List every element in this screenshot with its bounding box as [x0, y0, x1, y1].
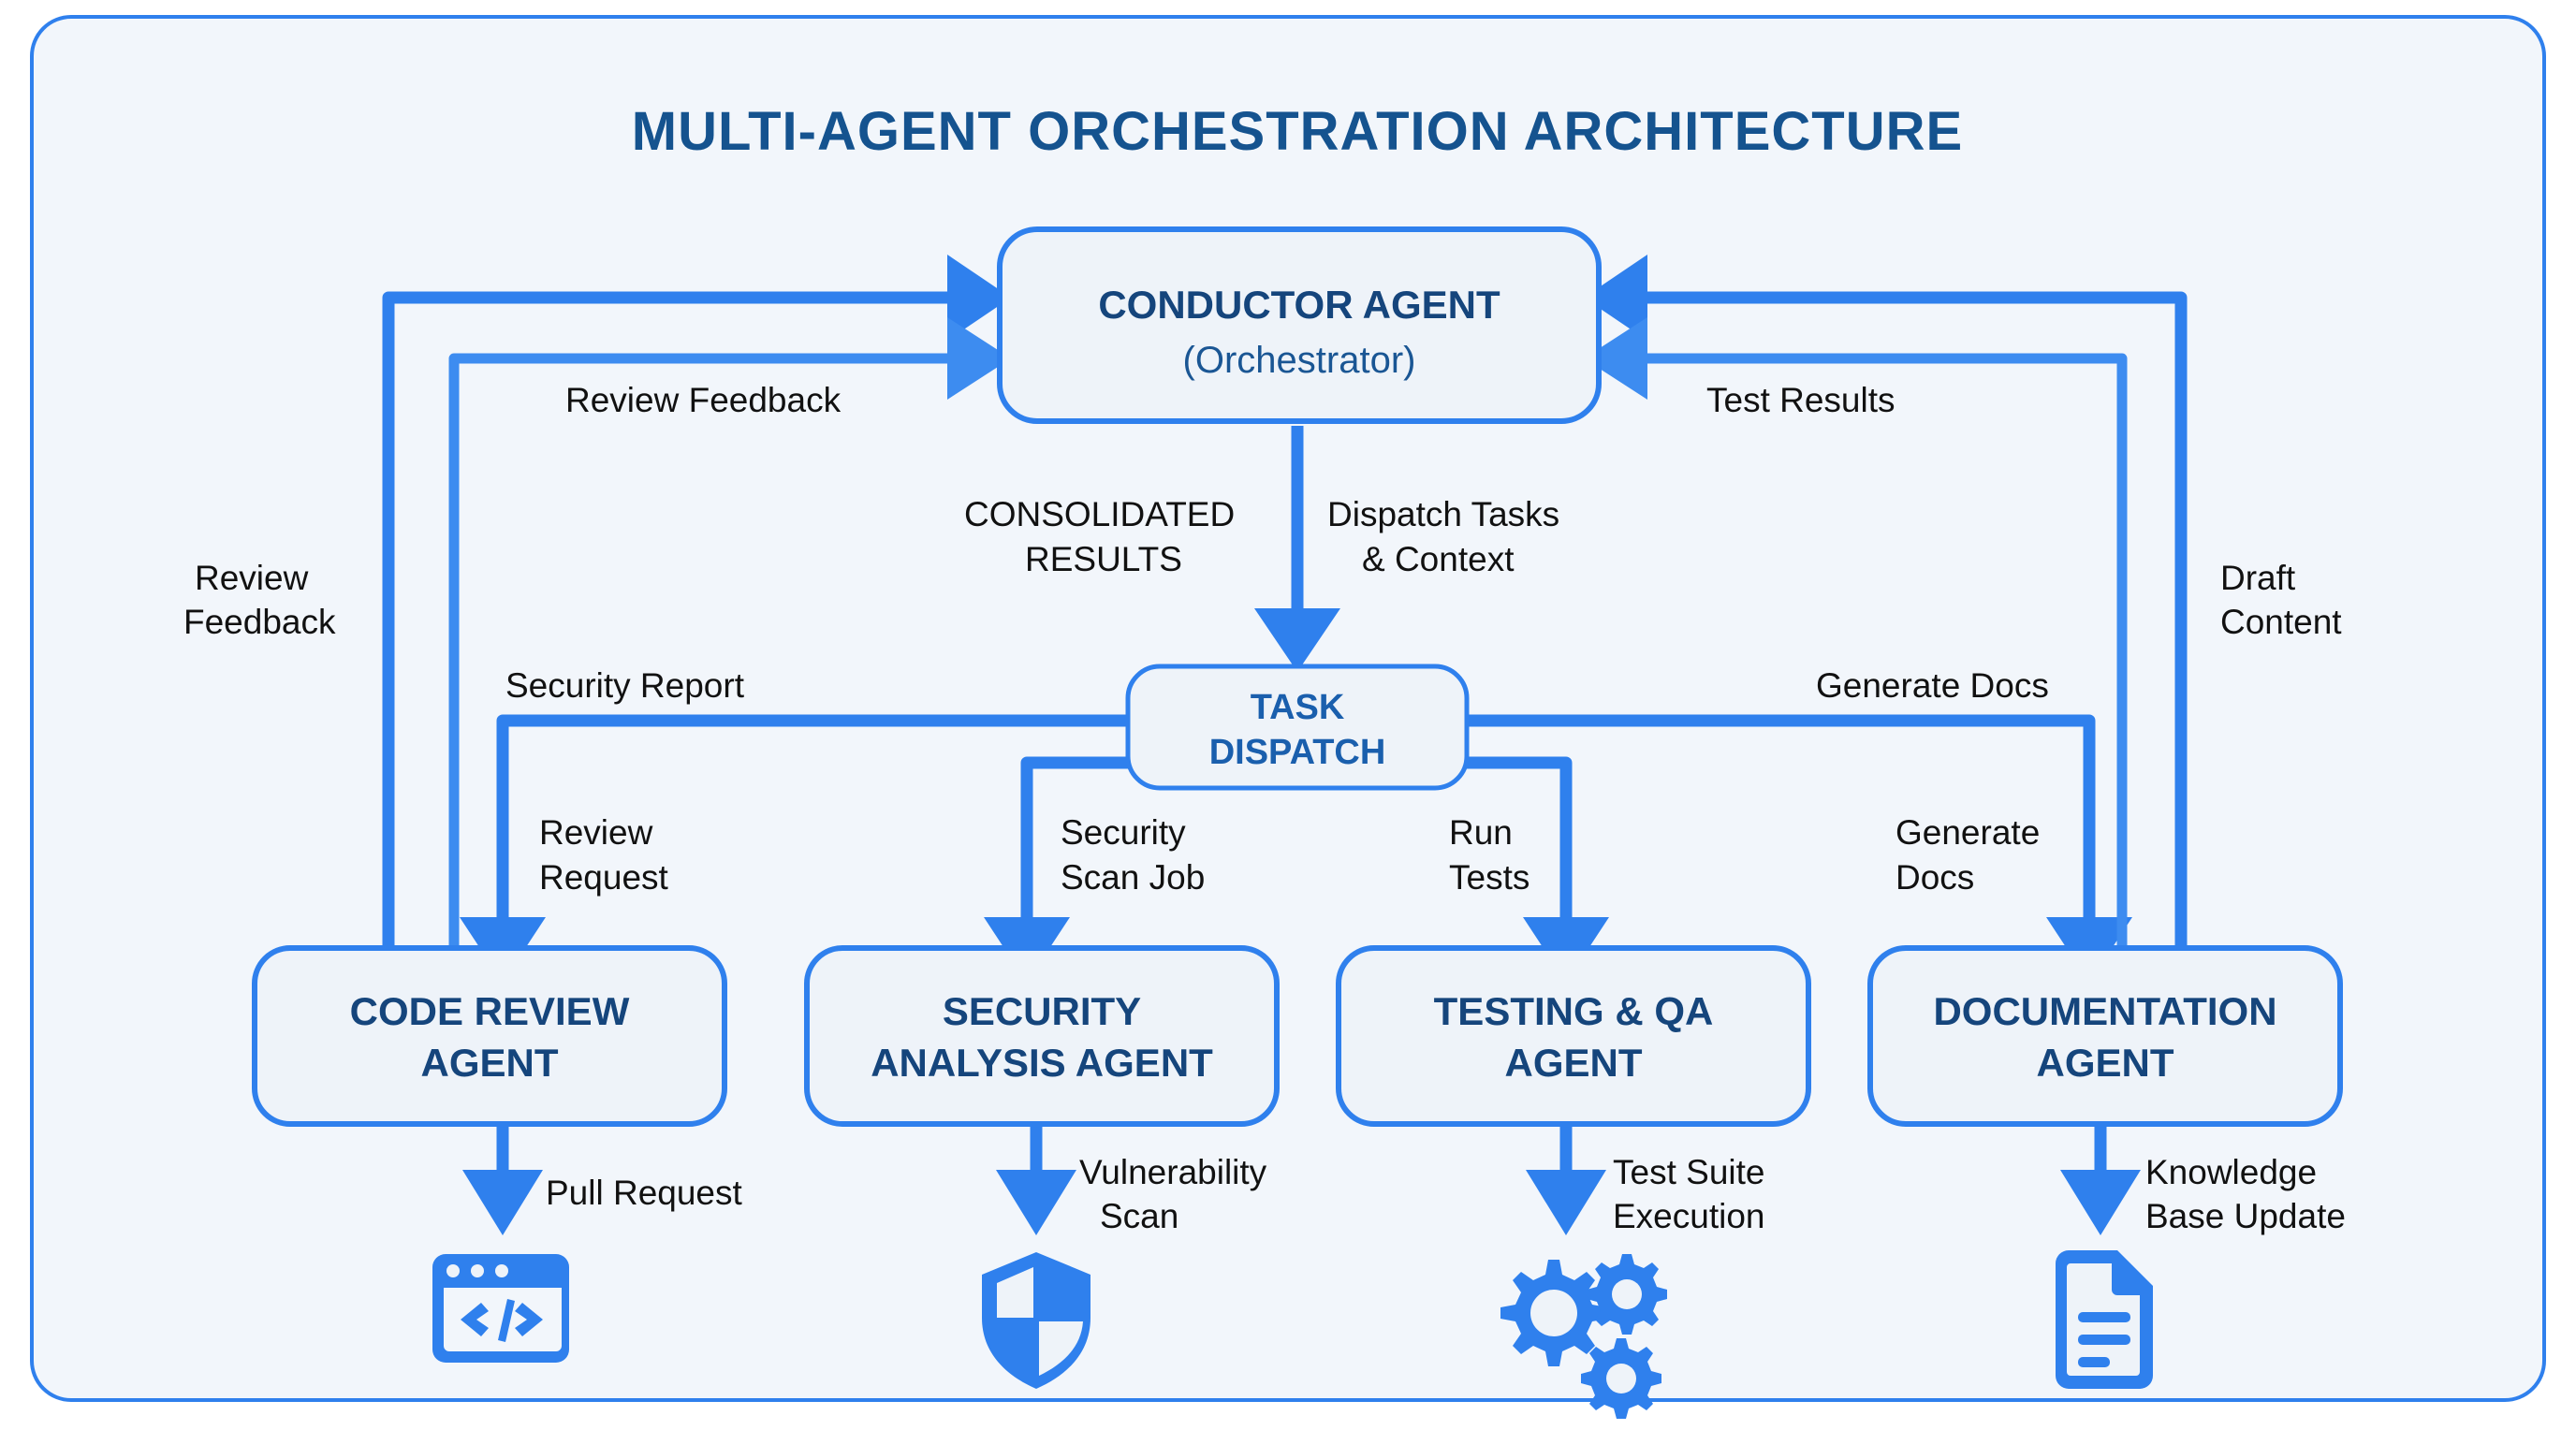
label-dispatch-tasks-2: & Context: [1362, 540, 1515, 578]
node-testing-qa-agent[interactable]: TESTING & QA AGENT: [1336, 945, 1811, 1127]
arrowhead-knowledge-base: [2060, 1170, 2141, 1235]
edge-dispatch-to-security: [1020, 756, 1128, 927]
arrowhead-dispatch: [1254, 608, 1340, 672]
security-analysis-line1: SECURITY: [943, 989, 1141, 1033]
documentation-box[interactable]: [1867, 945, 2343, 1127]
label-review-feedback-outer-1: Review: [195, 559, 309, 597]
label-security-scan-2: Scan Job: [1061, 858, 1205, 897]
arrowhead-conductor-left-outer: [947, 255, 1011, 341]
arrowhead-test-suite: [1526, 1170, 1606, 1235]
code-window-icon: [432, 1254, 569, 1363]
conductor-subtitle: (Orchestrator): [1183, 340, 1416, 381]
node-conductor-agent[interactable]: CONDUCTOR AGENT (Orchestrator): [997, 226, 1602, 424]
label-review-feedback-outer-2: Feedback: [183, 603, 336, 641]
label-run-tests-1: Run: [1449, 813, 1513, 852]
edge-test-results-return: [1638, 353, 2128, 948]
label-test-suite-2: Execution: [1613, 1197, 1765, 1235]
label-knowledge-1: Knowledge: [2145, 1153, 2317, 1191]
gears-icon: [1500, 1254, 1667, 1419]
node-security-analysis-agent[interactable]: SECURITY ANALYSIS AGENT: [804, 945, 1280, 1127]
label-draft-content-1: Draft: [2220, 559, 2296, 597]
label-consolidated-1: CONSOLIDATED: [964, 495, 1235, 533]
node-documentation-agent[interactable]: DOCUMENTATION AGENT: [1867, 945, 2343, 1127]
label-generate-docs-top: Generate Docs: [1816, 666, 2049, 705]
label-review-request-2: Request: [539, 858, 669, 897]
task-dispatch-box[interactable]: [1125, 664, 1470, 791]
arrowhead-conductor-right-outer: [1584, 255, 1647, 341]
arrowhead-pull-request: [462, 1170, 543, 1235]
label-generate-docs-1: Generate: [1895, 813, 2040, 852]
label-knowledge-2: Base Update: [2145, 1197, 2346, 1235]
code-review-line1: CODE REVIEW: [350, 989, 630, 1033]
documentation-line2: AGENT: [2037, 1041, 2174, 1085]
page-title: MULTI-AGENT ORCHESTRATION ARCHITECTURE: [632, 101, 1963, 162]
label-vulnerability-1: Vulnerability: [1079, 1153, 1267, 1191]
edge-security-report-feedback-inner: [448, 353, 957, 948]
code-review-line2: AGENT: [421, 1041, 559, 1085]
label-security-scan-1: Security: [1061, 813, 1186, 852]
node-code-review-agent[interactable]: CODE REVIEW AGENT: [252, 945, 727, 1127]
label-review-request-1: Review: [539, 813, 653, 852]
edge-draft-content-return: [1638, 291, 2188, 948]
edge-dispatch-to-testing: [1466, 756, 1573, 927]
label-generate-docs-2: Docs: [1895, 858, 1974, 897]
testing-qa-line2: AGENT: [1505, 1041, 1643, 1085]
edge-dispatch-to-documentation: [1466, 714, 2096, 927]
arrowhead-conductor-left-inner: [947, 317, 1011, 400]
security-analysis-box[interactable]: [804, 945, 1280, 1127]
edge-dispatch-to-code-review: [496, 714, 1128, 927]
arrowhead-conductor-right-inner: [1584, 317, 1647, 400]
label-run-tests-2: Tests: [1449, 858, 1530, 897]
security-analysis-line2: ANALYSIS AGENT: [871, 1041, 1213, 1085]
node-task-dispatch[interactable]: TASK DISPATCH: [1125, 664, 1470, 791]
conductor-title: CONDUCTOR AGENT: [1098, 283, 1500, 327]
documentation-line1: DOCUMENTATION: [1933, 989, 2276, 1033]
code-review-box[interactable]: [252, 945, 727, 1127]
label-draft-content-2: Content: [2220, 603, 2342, 641]
label-dispatch-tasks-1: Dispatch Tasks: [1327, 495, 1559, 533]
label-consolidated-2: RESULTS: [1025, 540, 1182, 578]
label-test-suite-1: Test Suite: [1613, 1153, 1764, 1191]
task-dispatch-line1: TASK: [1251, 688, 1345, 727]
label-test-results: Test Results: [1706, 381, 1895, 419]
shield-icon: [982, 1252, 1090, 1389]
edge-code-review-feedback-outer: [382, 291, 957, 948]
label-pull-request: Pull Request: [546, 1174, 743, 1212]
conductor-box[interactable]: [997, 226, 1602, 424]
label-vulnerability-2: Scan: [1100, 1197, 1178, 1235]
label-review-feedback-inner: Review Feedback: [565, 381, 842, 419]
task-dispatch-line2: DISPATCH: [1209, 733, 1386, 772]
label-security-report: Security Report: [505, 666, 745, 705]
arrowhead-vulnerability-scan: [996, 1170, 1076, 1235]
testing-qa-line1: TESTING & QA: [1434, 989, 1714, 1033]
testing-qa-box[interactable]: [1336, 945, 1811, 1127]
document-icon: [2056, 1250, 2153, 1389]
